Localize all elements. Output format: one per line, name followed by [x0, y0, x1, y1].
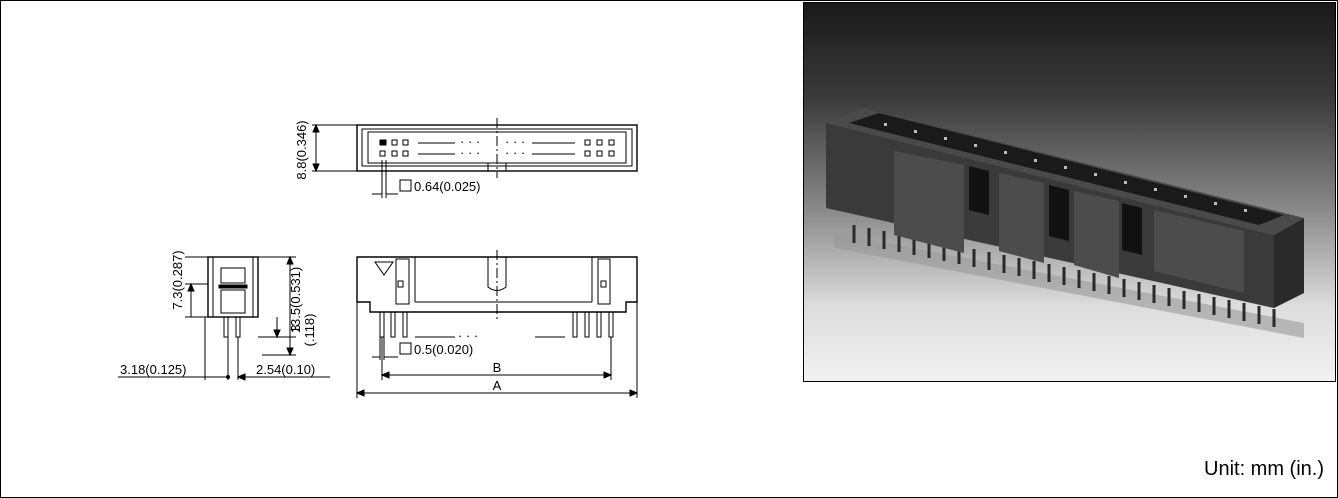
svg-text:· · ·: · · · — [460, 145, 480, 160]
front-pin-size-label: 0.5(0.020) — [414, 342, 473, 357]
row-pitch-label: 3.18(0.125) — [120, 362, 187, 377]
body-height-label: 7.3(0.287) — [170, 250, 185, 309]
pin-length-label: 3 — [288, 324, 303, 331]
connector-photo — [803, 2, 1336, 382]
top-height-label: 8.8(0.346) — [294, 120, 309, 179]
pin-pitch-label: 2.54(0.10) — [256, 362, 315, 377]
pin-length-inch-label: (.118) — [302, 314, 317, 347]
top-pin-size-label: 0.64(0.025) — [414, 179, 481, 194]
svg-text:· · ·: · · · — [505, 134, 525, 149]
side-view — [118, 255, 330, 381]
top-view: · · · · · · · · · · · · — [312, 118, 638, 198]
technical-drawing: · · · · · · · · · · · · 8.8(0.346) 0.64(… — [118, 118, 639, 398]
svg-text:· · ·: · · · — [505, 145, 525, 160]
svg-text:· · ·: · · · — [458, 328, 478, 343]
svg-text:· · ·: · · · — [460, 134, 480, 149]
dim-b-label: B — [493, 360, 502, 375]
connector-image — [826, 108, 1304, 338]
unit-note: Unit: mm (in.) — [1204, 458, 1324, 480]
dim-a-label: A — [493, 378, 502, 393]
front-view: · · · — [355, 250, 639, 398]
total-height-label: 13.5(0.531) — [288, 267, 303, 334]
